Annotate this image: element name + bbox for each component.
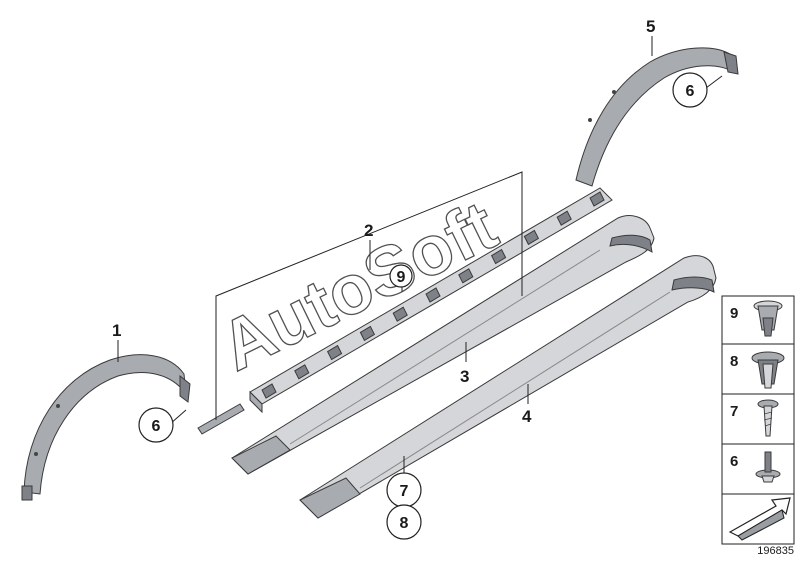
callout-8-bottom: 8 — [386, 504, 422, 540]
panel-cell-7 — [721, 393, 795, 445]
rail-clip — [392, 306, 408, 322]
label-part-5: 5 — [646, 17, 655, 36]
svg-text:6: 6 — [152, 418, 161, 435]
rail-clip — [523, 229, 540, 246]
callout-6-top: 6 — [672, 72, 708, 108]
panel-cell-8 — [721, 343, 795, 395]
callout-9-mid: 9 — [389, 264, 413, 288]
rail-clip — [326, 344, 343, 361]
panel-label-9: 9 — [730, 305, 738, 322]
arrow-icon — [728, 497, 791, 541]
rail-clip — [490, 248, 507, 265]
panel-label-6: 6 — [730, 453, 738, 470]
label-part-2: 2 — [364, 221, 373, 240]
callout-6-left: 6 — [138, 407, 174, 443]
pin-6-icon — [755, 451, 781, 483]
svg-text:7: 7 — [400, 483, 409, 500]
svg-text:9: 9 — [397, 269, 406, 286]
label-part-3: 3 — [460, 367, 469, 386]
panel-label-8: 8 — [730, 353, 738, 370]
rail-clip — [556, 210, 572, 226]
rail-clip — [425, 287, 441, 303]
svg-text:8: 8 — [400, 515, 409, 532]
screw-7-icon — [757, 399, 779, 437]
diagram-code: 196835 — [757, 545, 794, 557]
rail-clip — [589, 191, 605, 207]
label-part-1: 1 — [112, 321, 121, 340]
part-4-side-skirt-lower — [299, 255, 717, 519]
fastener-panel: 9 8 7 6 — [721, 295, 795, 545]
part-1-wheel-arch-front — [21, 354, 191, 501]
rivet-8-icon — [751, 351, 785, 389]
part-5-wheel-arch-rear — [575, 47, 739, 187]
callout-7-bottom: 7 — [386, 472, 422, 508]
clip-9-icon — [753, 300, 783, 337]
rail-clip — [294, 364, 310, 380]
rail-clip — [458, 268, 474, 284]
panel-cell-6 — [721, 443, 795, 495]
svg-text:6: 6 — [686, 83, 695, 100]
panel-label-7: 7 — [730, 403, 738, 420]
rail-clip — [359, 325, 376, 342]
label-part-4: 4 — [522, 407, 532, 426]
part-3-side-skirt — [231, 215, 655, 475]
rail-clip — [261, 383, 277, 399]
